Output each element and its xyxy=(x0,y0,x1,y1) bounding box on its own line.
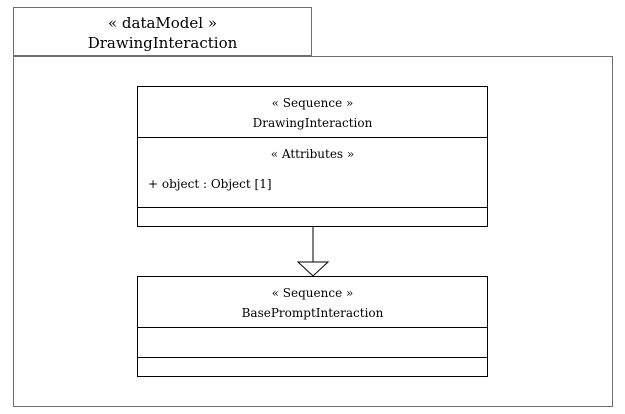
class-header: « Sequence » DrawingInteraction xyxy=(138,87,487,137)
attribute-object: + object : Object [1] xyxy=(148,177,272,191)
class-stereotype: « Sequence » xyxy=(271,286,354,300)
class-stereotype: « Sequence » xyxy=(271,96,354,110)
class-drawing-interaction[interactable]: « Sequence » DrawingInteraction « Attrib… xyxy=(137,86,488,227)
operations-compartment xyxy=(138,357,487,376)
package-stereotype: « dataModel » xyxy=(107,14,218,32)
package-tab: « dataModel » DrawingInteraction xyxy=(13,7,312,56)
attributes-stereotype: « Attributes » xyxy=(270,147,355,161)
attributes-compartment: « Attributes » + object : Object [1] xyxy=(138,137,487,207)
package-name: DrawingInteraction xyxy=(87,34,238,52)
attributes-compartment xyxy=(138,327,487,357)
class-name: DrawingInteraction xyxy=(252,116,373,130)
class-header: « Sequence » BasePromptInteraction xyxy=(138,277,487,327)
generalization-arrowhead xyxy=(296,261,330,277)
class-base-prompt-interaction[interactable]: « Sequence » BasePromptInteraction xyxy=(137,276,488,377)
operations-compartment xyxy=(138,207,487,226)
class-name: BasePromptInteraction xyxy=(241,306,384,320)
